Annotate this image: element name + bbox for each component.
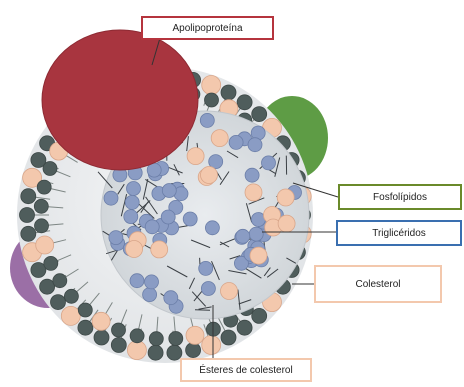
- cholesterol-molecule: [92, 312, 110, 330]
- triglyceride-molecule: [249, 227, 263, 241]
- apolipoprotein-shape: [42, 30, 198, 170]
- phospholipid-head: [64, 289, 78, 303]
- phospholipid-head: [21, 226, 36, 241]
- triglyceride-molecule: [164, 291, 178, 305]
- phospholipid-head: [149, 332, 163, 346]
- triglyceride-molecule: [200, 113, 214, 127]
- triglyceride-molecule: [145, 275, 159, 289]
- phospholipid-head: [78, 320, 93, 335]
- phospholipid-head: [111, 338, 126, 353]
- phospholipid-head: [37, 180, 51, 194]
- triglyceride-molecule: [199, 261, 213, 275]
- phospholipid-head: [94, 330, 109, 345]
- triglyceride-molecule: [124, 210, 138, 224]
- phospholipid-head: [34, 199, 48, 213]
- phospholipid-head: [148, 345, 163, 360]
- phospholipid-head: [169, 332, 183, 346]
- cholesterol-ester-molecule: [278, 215, 295, 232]
- triglyceride-molecule: [229, 135, 243, 149]
- cholesterol-ester-molecule: [211, 130, 228, 147]
- cholesterol-ester-molecule: [245, 184, 262, 201]
- phospholipid-head: [112, 323, 126, 337]
- triglyceride-molecule: [262, 156, 276, 170]
- cholesterol-molecule: [202, 336, 221, 355]
- triglyceride-molecule: [109, 231, 123, 245]
- cholesterol-molecule: [202, 76, 221, 95]
- cholesterol-molecule: [127, 341, 146, 360]
- phospholipid-head: [186, 343, 201, 358]
- triglyceride-molecule: [183, 212, 197, 226]
- phospholipid-head: [130, 329, 144, 343]
- cholesterol-molecule: [186, 326, 204, 344]
- triglyceride-molecule: [236, 229, 250, 243]
- phospholipid-head: [237, 320, 252, 335]
- phospholipid-head: [221, 330, 236, 345]
- label-apolipoproteina: Apolipoproteína: [141, 16, 274, 40]
- cholesterol-molecule: [61, 306, 80, 325]
- triglyceride-molecule: [205, 221, 219, 235]
- phospholipid-head: [78, 303, 92, 317]
- cholesterol-ester-molecule: [277, 189, 294, 206]
- triglyceride-molecule: [145, 220, 159, 234]
- cholesterol-molecule: [36, 236, 54, 254]
- phospholipid-head: [21, 189, 36, 204]
- label-fosfolipidos: Fosfolípidos: [338, 184, 462, 210]
- phospholipid-head: [40, 279, 55, 294]
- phospholipid-head: [43, 162, 57, 176]
- triglyceride-molecule: [161, 210, 175, 224]
- cholesterol-ester-molecule: [187, 148, 204, 165]
- phospholipid-head: [252, 308, 267, 323]
- label-colesterol: Colesterol: [314, 265, 442, 303]
- cholesterol-ester-molecule: [250, 247, 267, 264]
- triglyceride-molecule: [201, 282, 215, 296]
- phospholipid-head: [237, 95, 252, 110]
- cholesterol-ester-molecule: [151, 241, 168, 258]
- triglyceride-molecule: [104, 191, 118, 205]
- triglyceride-tail: [195, 310, 210, 311]
- triglyceride-molecule: [127, 182, 141, 196]
- phospholipid-head: [205, 93, 219, 107]
- phospholipid-head: [44, 256, 58, 270]
- triglyceride-molecule: [162, 184, 176, 198]
- phospholipid-head: [35, 219, 49, 233]
- label-trigliceridos: Triglicéridos: [336, 220, 462, 246]
- cholesterol-ester-molecule: [126, 241, 143, 258]
- triglyceride-molecule: [130, 274, 144, 288]
- cholesterol-ester-molecule: [221, 283, 238, 300]
- label-esteres-colesterol: Ésteres de colesterol: [180, 358, 312, 382]
- phospholipid-head: [252, 107, 267, 122]
- triglyceride-molecule: [125, 195, 139, 209]
- triglyceride-molecule: [245, 168, 259, 182]
- triglyceride-molecule: [248, 138, 262, 152]
- phospholipid-head: [53, 274, 67, 288]
- phospholipid-head: [221, 85, 236, 100]
- triglyceride-molecule: [143, 288, 157, 302]
- phospholipid-head: [20, 208, 35, 223]
- cholesterol-ester-molecule: [201, 167, 218, 184]
- phospholipid-head: [51, 295, 66, 310]
